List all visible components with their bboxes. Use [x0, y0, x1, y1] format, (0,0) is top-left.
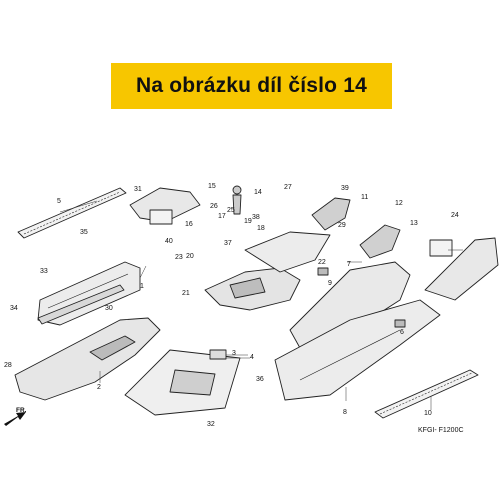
label-16: 16 — [185, 221, 193, 228]
label-32: 32 — [207, 421, 215, 428]
label-21: 21 — [182, 290, 190, 297]
label-27: 27 — [284, 184, 292, 191]
label-15: 15 — [208, 183, 216, 190]
label-12: 12 — [395, 200, 403, 207]
part-11-shape — [311, 197, 351, 231]
label-37: 37 — [224, 240, 232, 247]
part-13-shape — [359, 224, 401, 259]
label-28: 28 — [4, 362, 12, 369]
label-13: 13 — [410, 220, 418, 227]
label-5: 5 — [57, 198, 61, 205]
part-24-shape — [424, 237, 499, 301]
label-29: 29 — [338, 222, 346, 229]
label-1: 1 — [140, 283, 144, 290]
part-5-shape — [17, 187, 127, 239]
part-40-left-shape — [149, 209, 173, 225]
label-39: 39 — [341, 185, 349, 192]
label-19: 19 — [244, 218, 252, 225]
part-18-shape — [244, 231, 331, 273]
label-4: 4 — [250, 354, 254, 361]
label-10: 10 — [424, 410, 432, 417]
part-10-shape — [374, 369, 479, 419]
label-31: 31 — [134, 186, 142, 193]
part-34-shape — [37, 284, 125, 325]
label-22: 22 — [318, 259, 326, 266]
label-30: 30 — [105, 305, 113, 312]
label-8: 8 — [343, 409, 347, 416]
label-2: 2 — [97, 384, 101, 391]
label-36: 36 — [256, 376, 264, 383]
banner-text: Na obrázku díl číslo 14 — [135, 74, 367, 97]
front-direction-label: FR. — [16, 407, 27, 414]
part-banner: Na obrázku díl číslo 14 — [111, 63, 392, 109]
label-25: 25 — [227, 207, 235, 214]
label-34: 34 — [10, 305, 18, 312]
part-14-shape — [232, 185, 242, 195]
label-23: 23 — [175, 254, 183, 261]
label-33: 33 — [40, 268, 48, 275]
part-3-shape — [209, 349, 227, 360]
part-9-shape — [317, 267, 329, 276]
label-17: 17 — [218, 213, 226, 220]
label-38: 38 — [252, 214, 260, 221]
label-26: 26 — [210, 203, 218, 210]
label-24: 24 — [451, 212, 459, 219]
label-40: 40 — [165, 238, 173, 245]
front-direction-arrow: FR. — [4, 407, 27, 426]
part-6-shape — [394, 319, 406, 328]
label-9: 9 — [328, 280, 332, 287]
diagram-code: KFGI- F1200C — [418, 427, 464, 434]
label-35: 35 — [80, 229, 88, 236]
label-3: 3 — [232, 350, 236, 357]
label-14: 14 — [254, 189, 262, 196]
label-20: 20 — [186, 253, 194, 260]
part-40-right-shape — [429, 239, 453, 257]
label-7: 7 — [347, 261, 351, 268]
label-11: 11 — [361, 194, 368, 201]
label-6: 6 — [400, 329, 404, 336]
label-18: 18 — [257, 225, 265, 232]
part-upper-cover-shape — [129, 187, 201, 223]
